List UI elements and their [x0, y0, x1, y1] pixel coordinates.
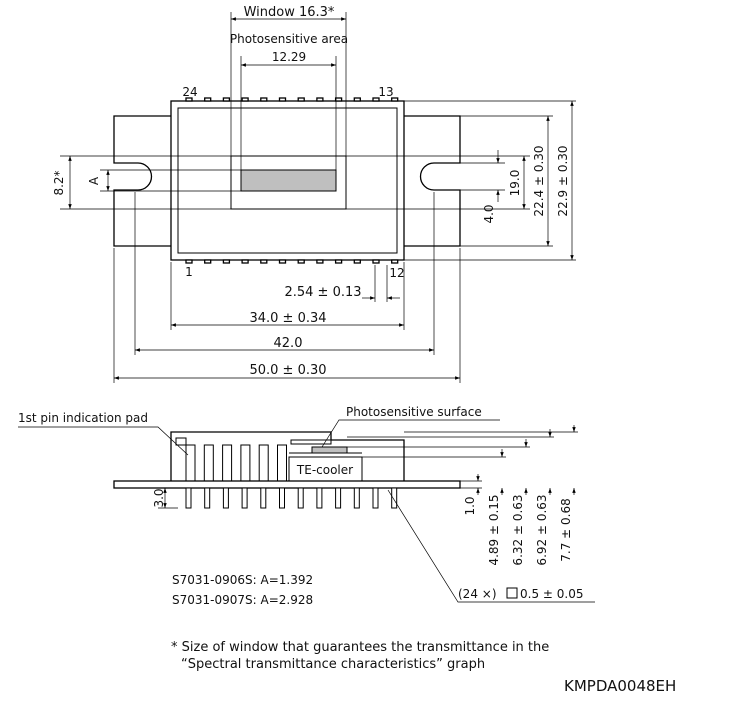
lead-channel	[240, 444, 251, 481]
window-height-label: 8.2*	[52, 170, 66, 195]
pin-24-label: 24	[182, 85, 197, 99]
te-cooler-label: TE-cooler	[296, 463, 353, 477]
dimension-19-label: 19.0	[508, 170, 522, 197]
pin-top	[391, 97, 399, 102]
pin-row-bottom	[185, 259, 399, 264]
pin-top	[353, 97, 361, 102]
side-pin	[297, 487, 304, 509]
window-glass	[290, 439, 332, 445]
footnote-line-1: * Size of window that guarantees the tra…	[171, 640, 549, 655]
pin-top	[316, 97, 324, 102]
lead-channel	[222, 444, 233, 481]
pin-top	[241, 97, 249, 102]
left-flange	[113, 115, 171, 247]
pin-bottom	[204, 259, 212, 264]
pin-13-label: 13	[378, 85, 393, 99]
side-pins	[185, 487, 398, 509]
package-body	[170, 100, 405, 261]
pin-12-label: 12	[389, 266, 404, 280]
pin-top	[185, 97, 193, 102]
pin-bottom	[334, 259, 343, 264]
base-plate	[113, 480, 461, 489]
lead-channel	[203, 444, 214, 481]
dimension-3-label: 3.0	[152, 488, 166, 507]
pin-bottom	[278, 259, 287, 264]
pin-top	[297, 97, 305, 102]
dimension-7-7-label: 7.7 ± 0.68	[559, 498, 573, 562]
dimension-22-9-label: 22.9 ± 0.30	[556, 145, 570, 216]
side-pin	[335, 487, 342, 509]
right-flange	[404, 115, 461, 247]
pin-top	[278, 97, 287, 102]
pin-bottom	[185, 259, 193, 264]
pin-row-top	[185, 97, 399, 102]
dimension-50-label: 50.0 ± 0.30	[249, 363, 326, 378]
model-a-line-2: S7031-0907S: A=2.928	[172, 593, 313, 607]
pin-bottom	[241, 259, 249, 264]
photosensitive-area	[240, 169, 337, 192]
pin-top	[372, 97, 380, 102]
model-a-line-1: S7031-0906S: A=1.392	[172, 573, 313, 587]
side-pin	[372, 487, 379, 509]
lead-channel	[277, 444, 287, 481]
side-pin	[241, 487, 248, 509]
window-size-label: Window 16.3*	[244, 5, 335, 20]
te-cooler	[288, 456, 363, 482]
dimension-4-label: 4.0	[482, 204, 496, 223]
dimension-4-89-label: 4.89 ± 0.15	[487, 494, 501, 565]
side-pin	[353, 487, 360, 509]
footnote-line-2: “Spectral transmittance characteristics”…	[181, 657, 485, 672]
pin1-pad-label: 1st pin indication pad	[18, 411, 148, 425]
pin-top	[222, 97, 231, 102]
dimension-22-4-label: 22.4 ± 0.30	[532, 145, 546, 216]
lead-channel	[185, 444, 196, 481]
pin-bottom	[391, 259, 399, 264]
pin-count-note: (24 ×)	[458, 587, 497, 601]
photosensitive-area-label: Photosensitive area	[230, 32, 348, 46]
pin-pitch-label: 2.54 ± 0.13	[284, 285, 361, 300]
side-pin	[391, 487, 398, 509]
pin-1-label: 1	[185, 265, 193, 279]
pin-size-note: 0.5 ± 0.05	[520, 587, 584, 601]
side-pin	[204, 487, 211, 509]
side-pin	[260, 487, 267, 509]
side-view-dimension-lines	[18, 419, 595, 603]
dimension-1-label: 1.0	[463, 496, 477, 515]
window-outline	[230, 155, 347, 210]
lead-channel	[258, 444, 269, 481]
pin-bottom	[353, 259, 361, 264]
side-pin	[185, 487, 192, 509]
area-width-label: 12.29	[272, 50, 306, 64]
pin-top	[260, 97, 268, 102]
side-pin	[316, 487, 323, 509]
pin-bottom	[297, 259, 305, 264]
pin-bottom	[372, 259, 380, 264]
window-frame	[177, 107, 398, 254]
side-pin	[222, 487, 229, 509]
pin-top	[334, 97, 343, 102]
pin-top	[204, 97, 212, 102]
pin-bottom	[260, 259, 268, 264]
side-body	[170, 431, 405, 481]
drawing-code: KMPDA0048EH	[564, 677, 676, 695]
dimension-42-label: 42.0	[274, 336, 303, 351]
dimension-34-label: 34.0 ± 0.34	[249, 311, 326, 326]
top-view-dimension-lines	[60, 12, 576, 383]
pin1-indication-pad	[175, 437, 187, 446]
top-view	[113, 97, 461, 264]
dimension-a-label: A	[87, 176, 101, 185]
square-pin-symbol	[506, 587, 518, 599]
side-pin	[279, 487, 285, 509]
dimension-6-32-label: 6.32 ± 0.63	[511, 494, 525, 565]
lead-channels	[185, 444, 287, 481]
pin-bottom	[222, 259, 231, 264]
pin-bottom	[316, 259, 324, 264]
dimension-6-92-label: 6.92 ± 0.63	[535, 494, 549, 565]
photosensitive-surface-label: Photosensitive surface	[346, 405, 482, 419]
